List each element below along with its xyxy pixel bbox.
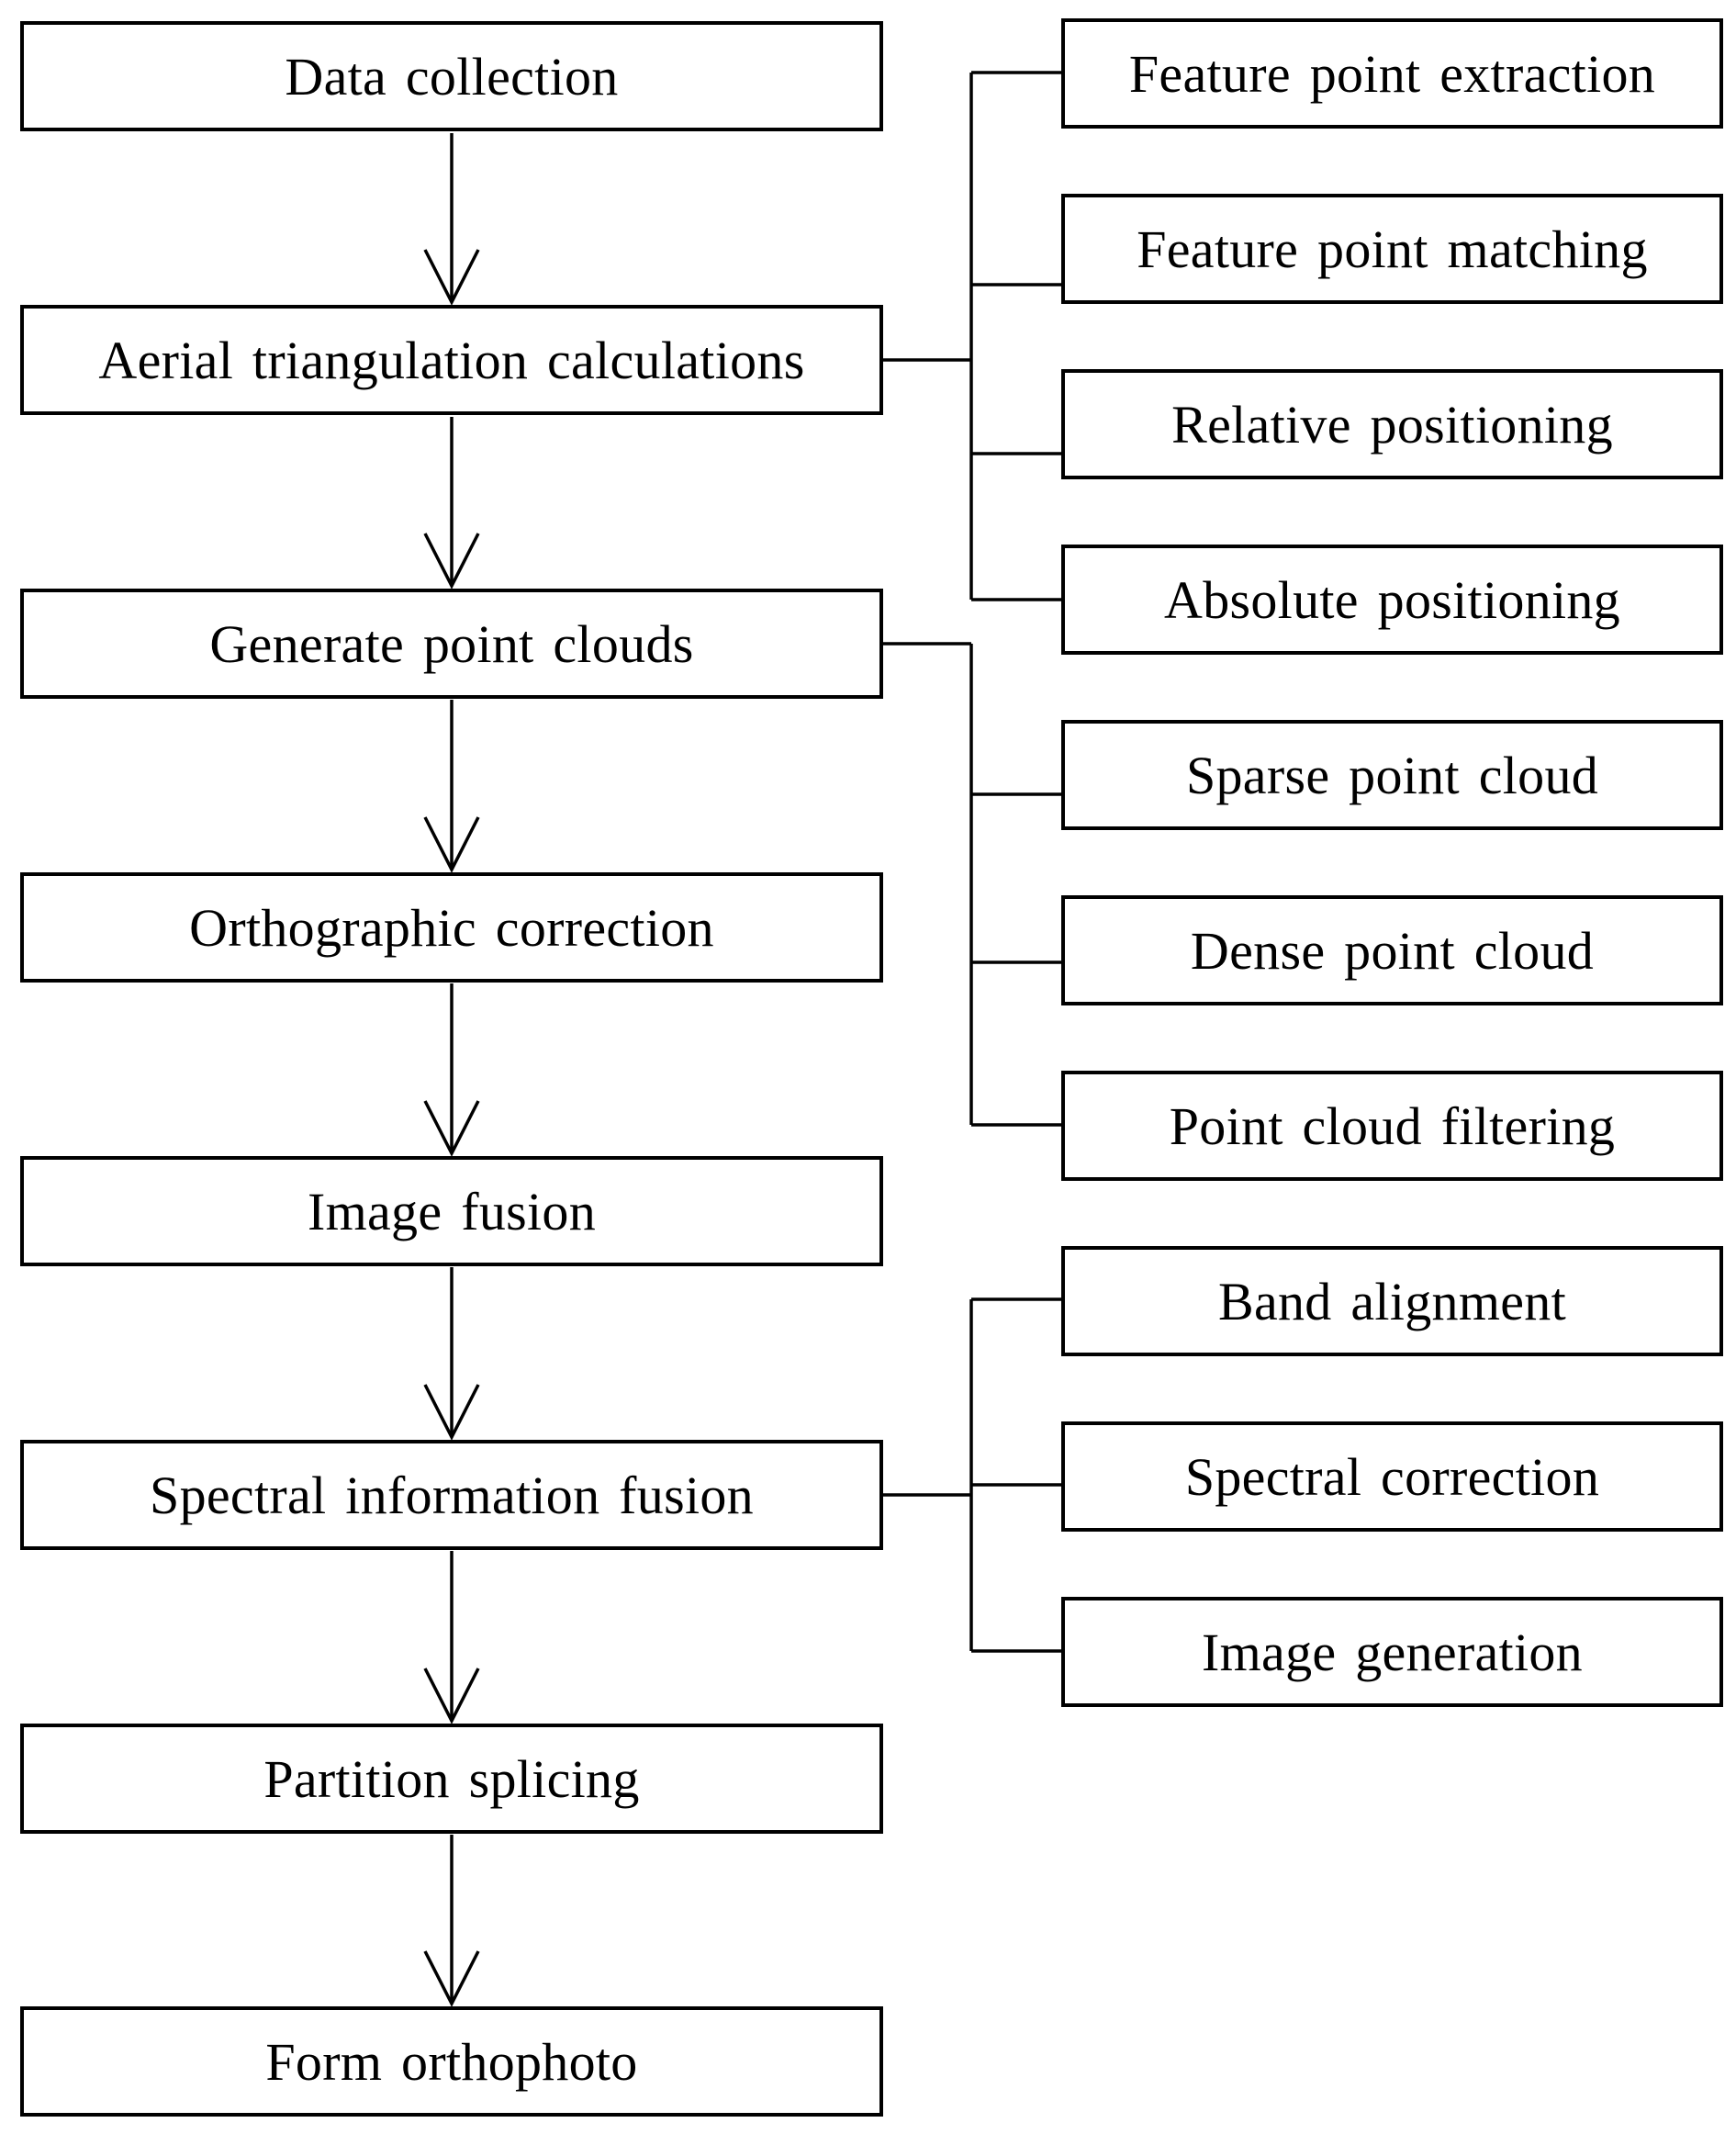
substep-feature-point-matching: Feature point matching [1061, 194, 1723, 304]
substep-label: Absolute positioning [1164, 569, 1620, 630]
step-orthographic-correction: Orthographic correction [20, 872, 883, 983]
substep-label: Band alignment [1217, 1271, 1567, 1331]
substep-spectral-correction: Spectral correction [1061, 1421, 1723, 1532]
step-label: Partition splicing [263, 1748, 640, 1809]
substep-band-alignment: Band alignment [1061, 1246, 1723, 1356]
branch-connector-spectral-fusion [883, 1297, 1061, 1653]
substep-relative-positioning: Relative positioning [1061, 369, 1723, 479]
step-label: Spectral information fusion [150, 1465, 754, 1525]
step-generate-point-clouds: Generate point clouds [20, 589, 883, 699]
step-label: Data collection [285, 46, 619, 107]
step-label: Generate point clouds [209, 613, 694, 674]
substep-label: Sparse point cloud [1185, 745, 1599, 805]
substep-label: Spectral correction [1184, 1446, 1600, 1507]
step-label: Orthographic correction [189, 897, 714, 958]
step-data-collection: Data collection [20, 21, 883, 131]
step-form-orthophoto: Form orthophoto [20, 2006, 883, 2117]
substep-sparse-point-cloud: Sparse point cloud [1061, 720, 1723, 830]
branch-connector-point-clouds [883, 642, 1061, 1127]
substep-feature-point-extraction: Feature point extraction [1061, 18, 1723, 129]
substep-image-generation: Image generation [1061, 1597, 1723, 1707]
flow-arrow [423, 1835, 480, 2007]
flow-arrow [423, 1267, 480, 1441]
step-aerial-triangulation: Aerial triangulation calculations [20, 305, 883, 415]
substep-label: Relative positioning [1171, 394, 1613, 455]
substep-label: Dense point cloud [1190, 920, 1595, 981]
substep-label: Image generation [1202, 1622, 1583, 1682]
step-partition-splicing: Partition splicing [20, 1724, 883, 1834]
flow-arrow [423, 1551, 480, 1724]
flow-arrow [423, 417, 480, 590]
flow-arrow [423, 983, 480, 1157]
flow-arrow [423, 700, 480, 873]
substep-label: Feature point extraction [1128, 43, 1656, 104]
step-spectral-information-fusion: Spectral information fusion [20, 1440, 883, 1550]
substep-point-cloud-filtering: Point cloud filtering [1061, 1071, 1723, 1181]
substep-label: Point cloud filtering [1169, 1095, 1616, 1156]
step-label: Image fusion [307, 1181, 596, 1241]
step-image-fusion: Image fusion [20, 1156, 883, 1266]
step-label: Form orthophoto [265, 2031, 638, 2092]
substep-dense-point-cloud: Dense point cloud [1061, 895, 1723, 1005]
step-label: Aerial triangulation calculations [98, 330, 805, 390]
substep-label: Feature point matching [1137, 219, 1648, 279]
branch-connector-aerial-triangulation [883, 71, 1061, 601]
flow-arrow [423, 133, 480, 306]
substep-absolute-positioning: Absolute positioning [1061, 545, 1723, 655]
